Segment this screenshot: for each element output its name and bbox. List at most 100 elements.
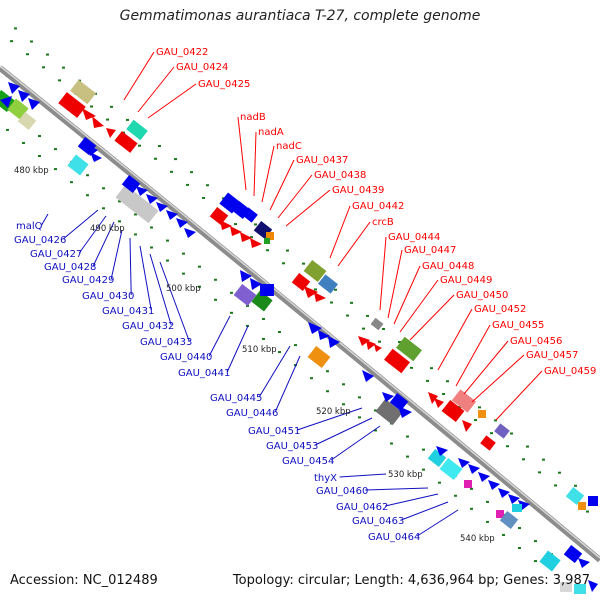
track-dot	[118, 200, 121, 203]
gene-block	[565, 486, 585, 506]
reverse-gene-label: GAU_0463	[352, 516, 404, 527]
track-dot	[510, 432, 513, 435]
forward-leader-line	[471, 354, 525, 403]
forward-gene-label: nadA	[258, 127, 284, 138]
track-dot	[366, 314, 369, 317]
forward-gene-labels: GAU_0422GAU_0424GAU_0425nadBnadAnadCGAU_…	[156, 47, 596, 377]
forward-leader-line	[329, 205, 351, 259]
reverse-gene-label: GAU_0453	[266, 441, 318, 452]
track-dot	[294, 344, 297, 347]
track-dot	[378, 340, 381, 343]
gene-arrow	[436, 446, 448, 456]
track-dot	[134, 233, 137, 236]
forward-leader-line	[253, 131, 257, 197]
track-dot	[198, 265, 201, 268]
track-dot	[522, 458, 525, 461]
gene-block	[588, 496, 598, 506]
forward-leader-line	[387, 249, 403, 319]
gene-block	[396, 336, 422, 362]
gene-block	[384, 348, 410, 374]
gene-arrow	[478, 472, 490, 482]
track-dot	[106, 118, 109, 121]
track-dot	[250, 236, 253, 239]
track-dot	[62, 66, 65, 69]
kbp-tick-label: 530 kbp	[388, 470, 423, 480]
reverse-gene-label: GAU_0462	[336, 502, 388, 513]
track-dot	[182, 272, 185, 275]
topology-text: Topology: circular; Length: 4,636,964 bp…	[232, 573, 590, 588]
track-dot	[398, 341, 401, 344]
reverse-leader-line	[258, 345, 291, 398]
gene-features	[0, 79, 598, 594]
reverse-gene-labels: malQGAU_0426GAU_0427GAU_0428GAU_0429GAU_…	[14, 221, 420, 543]
track-dot	[458, 406, 461, 409]
forward-gene-label: GAU_0442	[352, 201, 404, 212]
gene-block	[318, 274, 338, 294]
gene-arrow	[184, 228, 196, 238]
gene-arrow	[382, 392, 394, 402]
track-dot	[230, 291, 233, 294]
track-dot	[330, 301, 333, 304]
gene-block	[563, 544, 583, 564]
track-dot	[326, 370, 329, 373]
track-dot	[42, 66, 45, 69]
gene-arrow	[358, 336, 370, 346]
kbp-tick-label: 500 kbp	[166, 284, 201, 294]
forward-gene-label: GAU_0444	[388, 232, 440, 243]
forward-leader-line	[393, 265, 421, 325]
gene-arrow	[86, 144, 98, 156]
genome-backbone	[0, 65, 600, 563]
track-dot	[234, 223, 237, 226]
reverse-gene-label: GAU_0441	[178, 368, 230, 379]
gene-arrow	[578, 558, 590, 568]
reverse-leader-line	[226, 325, 249, 373]
track-dot	[54, 148, 57, 151]
reverse-gene-label: GAU_0432	[122, 321, 174, 332]
gene-block	[539, 550, 561, 572]
gene-block	[126, 119, 148, 141]
track-dot	[518, 547, 521, 550]
gene-arrow	[434, 398, 444, 408]
reverse-leader-line	[92, 221, 115, 267]
track-dot	[190, 171, 193, 174]
track-dot	[30, 40, 33, 43]
gene-block	[370, 317, 384, 331]
reverse-leader-line	[149, 253, 172, 326]
track-dot	[422, 448, 425, 451]
track-dot	[410, 366, 413, 369]
track-dot	[358, 396, 361, 399]
forward-gene-label: GAU_0452	[474, 304, 526, 315]
gene-arrow	[458, 458, 470, 468]
track-dot	[246, 304, 249, 307]
reverse-leader-line	[208, 315, 231, 357]
reverse-gene-label: malQ	[16, 221, 43, 232]
track-dot	[494, 419, 497, 422]
reverse-leader-line	[110, 229, 123, 280]
track-dot	[254, 223, 257, 226]
track-dot	[374, 409, 377, 412]
kbp-tick-label: 480 kbp	[14, 166, 49, 176]
kbp-tick-label: 510 kbp	[242, 345, 277, 355]
track-dot	[26, 53, 29, 56]
gene-arrow	[166, 210, 178, 220]
track-dot	[102, 207, 105, 210]
gene-block	[209, 206, 229, 226]
track-dot	[382, 327, 385, 330]
track-dot	[154, 157, 157, 160]
gene-block	[114, 131, 138, 153]
gene-arrow	[8, 82, 20, 94]
track-dot	[538, 471, 541, 474]
gene-arrow	[318, 330, 330, 340]
track-dot	[406, 455, 409, 458]
reverse-leader-line	[401, 501, 449, 521]
gene-arrow	[468, 464, 480, 474]
gene-arrow	[176, 218, 188, 228]
reverse-gene-label: GAU_0427	[30, 249, 82, 260]
reverse-leader-line	[314, 417, 373, 446]
reverse-leader-line	[159, 261, 190, 342]
gene-arrow	[362, 370, 374, 382]
track-dot	[182, 252, 185, 255]
track-dot	[346, 314, 349, 317]
gene-block	[499, 510, 519, 530]
map-title: Gemmatimonas aurantiaca T-27, complete g…	[119, 8, 481, 24]
